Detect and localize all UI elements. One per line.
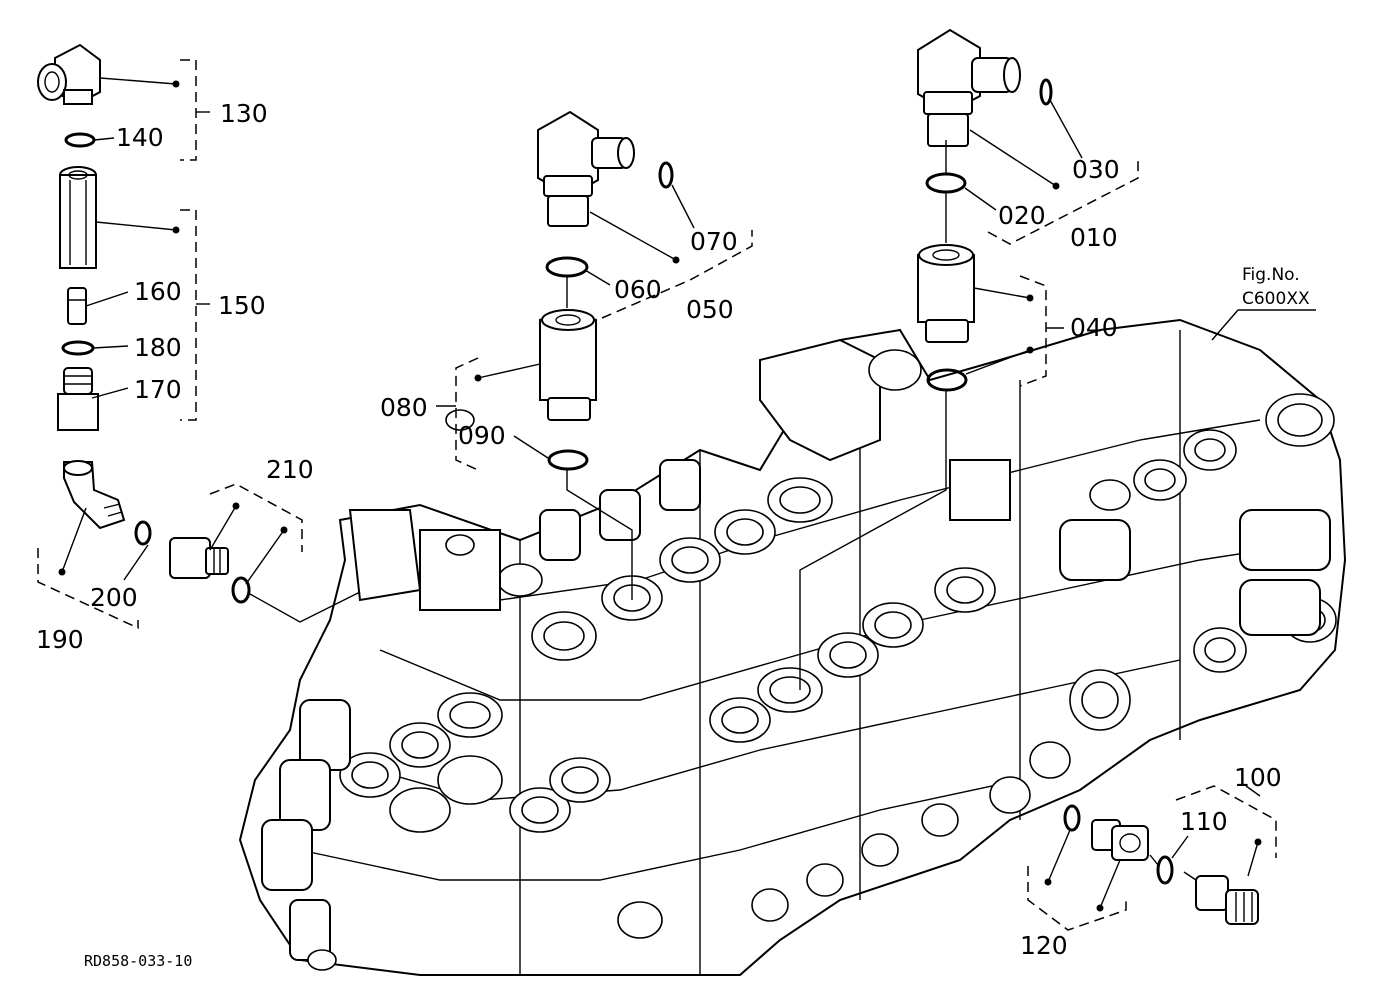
callout-170: 170 bbox=[134, 375, 182, 404]
o-ring-120 bbox=[1063, 804, 1081, 832]
assembly-050-elbow bbox=[537, 110, 635, 227]
callout-130: 130 bbox=[220, 99, 268, 128]
callout-150: 150 bbox=[218, 291, 266, 320]
assembly-010-elbow bbox=[917, 28, 1021, 147]
o-ring-020 bbox=[925, 172, 967, 194]
callout-100: 100 bbox=[1234, 763, 1282, 792]
callout-200: 200 bbox=[90, 583, 138, 612]
o-ring-180 bbox=[61, 340, 95, 356]
callout-labels: 130 140 150 160 180 170 200 190 210 070 … bbox=[36, 99, 1282, 960]
callout-060: 060 bbox=[614, 275, 662, 304]
fig-no-label: Fig.No. bbox=[1242, 265, 1300, 285]
callout-040: 040 bbox=[1070, 313, 1118, 342]
o-ring-040 bbox=[926, 368, 968, 392]
assembly-130-elbow bbox=[37, 43, 101, 106]
part-170-adapter bbox=[57, 367, 99, 431]
callout-120: 120 bbox=[1020, 931, 1068, 960]
o-ring-210 bbox=[231, 576, 251, 604]
o-ring-060 bbox=[545, 256, 589, 278]
o-ring-070 bbox=[658, 161, 674, 189]
callout-190: 190 bbox=[36, 625, 84, 654]
o-ring-090 bbox=[547, 449, 589, 471]
part-080-coupling bbox=[539, 308, 597, 421]
part-210-adapter bbox=[169, 537, 229, 579]
rear-bracket bbox=[759, 338, 881, 462]
callout-050: 050 bbox=[686, 295, 734, 324]
callout-140: 140 bbox=[116, 123, 164, 152]
leader-210-valve bbox=[249, 591, 361, 623]
drawing-code: RD858-033-10 bbox=[84, 952, 192, 970]
relief-cylinder bbox=[348, 509, 422, 602]
callout-070: 070 bbox=[690, 227, 738, 256]
callout-090: 090 bbox=[458, 421, 506, 450]
o-ring-030 bbox=[1039, 78, 1053, 106]
part-190-elbow bbox=[63, 460, 126, 530]
part-150-coupling bbox=[59, 166, 97, 269]
part-100-plug bbox=[1195, 875, 1259, 925]
callout-020: 020 bbox=[998, 201, 1046, 230]
callout-030: 030 bbox=[1072, 155, 1120, 184]
spool-caps bbox=[261, 459, 1331, 961]
control-valve-body bbox=[238, 318, 1347, 976]
part-040-coupling bbox=[917, 243, 975, 343]
o-ring-110 bbox=[1156, 855, 1174, 885]
rear-block bbox=[949, 459, 1011, 521]
o-ring-200 bbox=[134, 520, 152, 546]
callout-210: 210 bbox=[266, 455, 314, 484]
callout-110: 110 bbox=[1180, 807, 1228, 836]
callout-010: 010 bbox=[1070, 223, 1118, 252]
callout-080: 080 bbox=[380, 393, 428, 422]
callout-160: 160 bbox=[134, 277, 182, 306]
center-lines bbox=[566, 140, 1197, 881]
o-ring-140 bbox=[64, 132, 96, 148]
part-120-adapter bbox=[1091, 819, 1149, 861]
fig-no-value: C600XX bbox=[1242, 289, 1310, 309]
leader-lines bbox=[37, 59, 1316, 931]
part-160-orifice bbox=[67, 287, 87, 325]
callout-180: 180 bbox=[134, 333, 182, 362]
